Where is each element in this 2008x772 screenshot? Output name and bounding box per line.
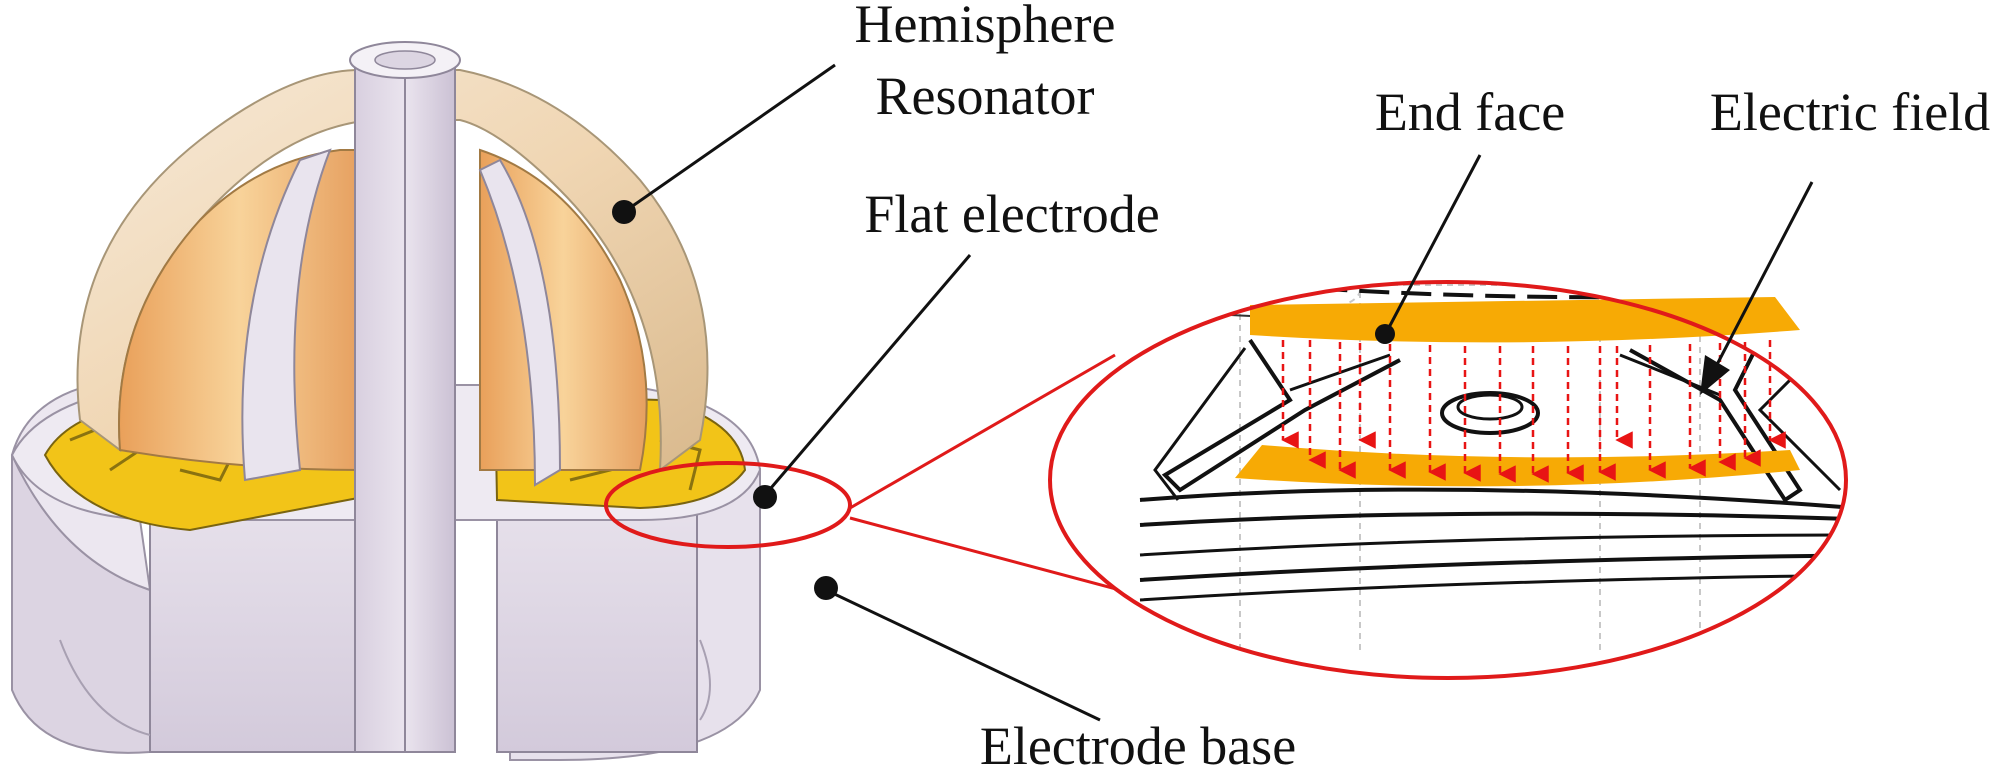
electric-field-arrowhead bbox=[1700, 355, 1730, 395]
leader-lines bbox=[623, 63, 1814, 722]
zoom-ellipse-border bbox=[1048, 280, 1848, 680]
end-face-label: End face bbox=[1375, 82, 1565, 142]
flat-electrode-marker-dot bbox=[753, 485, 777, 509]
hemisphere-resonator-label-line2: Resonator bbox=[876, 66, 1095, 126]
zoom-detail bbox=[1048, 280, 1848, 680]
resonator-cutaway-model bbox=[10, 41, 762, 761]
detail-highlight-ellipse bbox=[604, 461, 852, 549]
resonator-marker-dot bbox=[612, 200, 636, 224]
electric-field-label: Electric field bbox=[1710, 82, 1990, 142]
hemisphere-resonator-label-line1: Hemisphere bbox=[855, 0, 1116, 54]
end-face-marker-dot bbox=[1375, 324, 1395, 344]
electric-field-arrows bbox=[1281, 340, 1786, 483]
flat-electrode-label: Flat electrode bbox=[864, 184, 1159, 244]
hemisphere-resonator bbox=[76, 69, 709, 487]
zoom-connector-top bbox=[849, 353, 1116, 510]
electrode-base-marker-dot bbox=[814, 576, 838, 600]
central-stem bbox=[349, 41, 461, 753]
electrode-base-label: Electrode base bbox=[980, 716, 1296, 772]
